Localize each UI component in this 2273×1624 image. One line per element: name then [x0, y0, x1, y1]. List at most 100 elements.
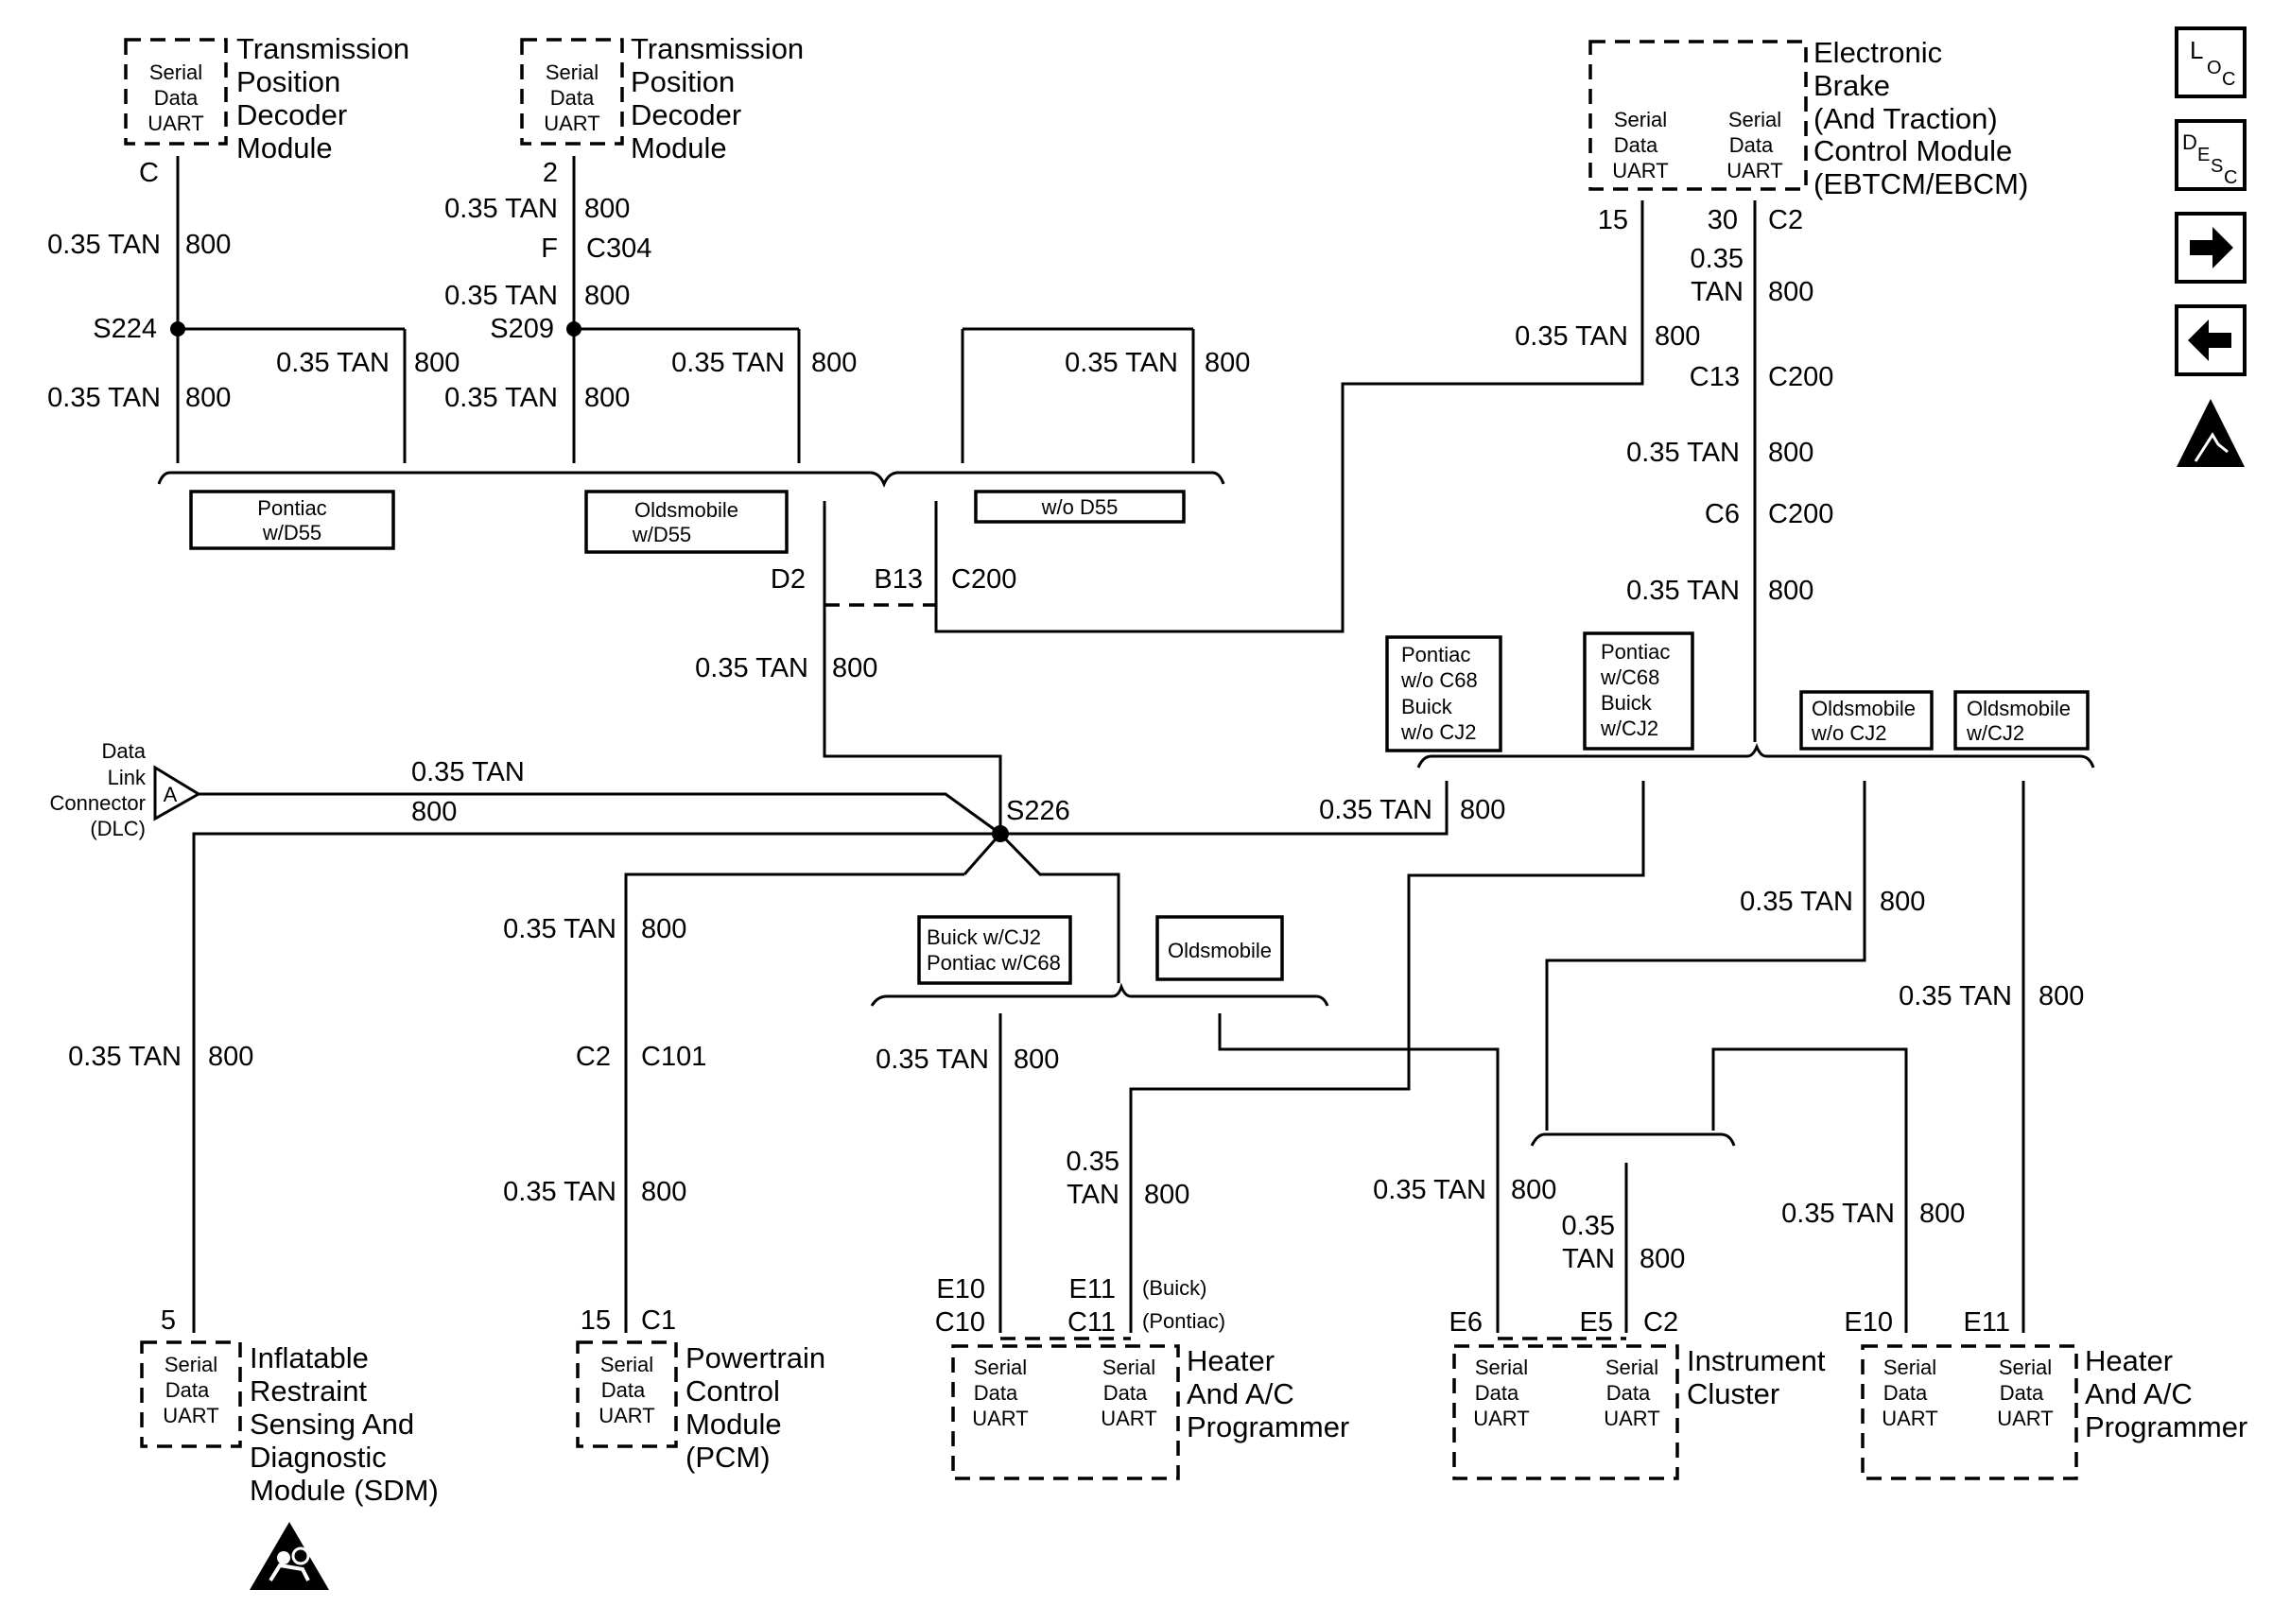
option-label: w/o C68: [1400, 668, 1478, 692]
wire-circuit: 800: [1880, 887, 1925, 917]
uart-label: Serial: [600, 1353, 653, 1376]
desc-letter: C: [2224, 167, 2237, 188]
splice-label: S209: [490, 314, 554, 344]
wire-color: TAN: [1562, 1244, 1615, 1274]
desc-icon[interactable]: D E S C: [2175, 119, 2247, 191]
uart-label: UART: [1473, 1407, 1530, 1430]
uart-label: UART: [163, 1404, 219, 1427]
module-name: Electronic: [1813, 36, 1942, 69]
wire-circuit: 800: [1511, 1175, 1556, 1205]
module-name: And A/C: [2085, 1377, 2193, 1410]
pin-label: 30: [1708, 205, 1738, 235]
wire-size: 0.35 TAN: [1065, 348, 1178, 378]
module-name: Heater: [2085, 1344, 2173, 1377]
connector-label: C304: [586, 233, 651, 264]
dlc-label: (DLC): [90, 817, 146, 840]
wire-circuit: 800: [584, 281, 630, 311]
wire-size: 0.35 TAN: [1899, 981, 2012, 1011]
loc-icon[interactable]: L O C: [2175, 26, 2247, 98]
wire-circuit: 800: [1460, 795, 1505, 825]
module-name: (EBTCM/EBCM): [1813, 167, 2028, 200]
dlc-pin: A: [164, 783, 178, 806]
wire-color: TAN: [1691, 277, 1744, 307]
uart-label: Serial: [1883, 1356, 1936, 1379]
pin-label: C11: [1067, 1307, 1116, 1338]
option-label: Oldsmobile: [634, 498, 738, 522]
connector-label: C200: [1768, 362, 1833, 392]
next-arrow-icon[interactable]: [2175, 212, 2247, 284]
wire-size: 0.35 TAN: [671, 348, 785, 378]
wire-circuit: 800: [185, 230, 231, 260]
uart-label: Serial: [1728, 108, 1781, 131]
module-name: Cluster: [1687, 1377, 1779, 1410]
dlc-label: Connector: [49, 791, 146, 815]
module-name: Diagnostic: [250, 1441, 387, 1474]
option-label: w/o D55: [1041, 495, 1119, 519]
wire-size: 0.35 TAN: [444, 194, 558, 224]
uart-label: Data: [1103, 1381, 1148, 1405]
wire-circuit: 800: [1919, 1199, 1965, 1229]
option-label: Oldsmobile: [1812, 697, 1916, 720]
uart-label: Data: [1883, 1381, 1928, 1405]
splice-label: S226: [1006, 796, 1070, 826]
module-name: Position: [631, 65, 735, 98]
module-name: Inflatable: [250, 1341, 369, 1374]
wire-circuit: 800: [208, 1042, 253, 1072]
connector-label: C101: [641, 1042, 706, 1072]
option-label: Pontiac w/C68: [927, 951, 1061, 975]
wire-circuit: 800: [1768, 576, 1813, 606]
module-transmission-decoder-1: Serial Data UART Transmission Position D…: [124, 32, 409, 164]
module-name: And A/C: [1187, 1377, 1294, 1410]
wire-circuit: 800: [414, 348, 460, 378]
pin-label: C2: [1768, 205, 1803, 235]
pin-label: E5: [1580, 1307, 1613, 1338]
module-hvac-programmer-1: Serial Data UART Serial Data UART Heater…: [951, 1344, 1349, 1480]
loc-letter: L: [2190, 36, 2203, 64]
wire-size: 0.35 TAN: [695, 653, 808, 683]
connector-label: C2: [576, 1042, 611, 1072]
wire-circuit: 800: [1655, 321, 1700, 352]
uart-label: Data: [154, 86, 199, 110]
wire-size: 0.35 TAN: [1626, 438, 1740, 468]
option-label: Pontiac: [1601, 640, 1670, 664]
wire-circuit: 800: [811, 348, 857, 378]
option-label: w/o CJ2: [1811, 721, 1886, 745]
dlc-label: Link: [108, 766, 147, 789]
connector-label: C6: [1705, 499, 1740, 529]
uart-label: Data: [1614, 133, 1658, 157]
pin-label: 15: [581, 1305, 611, 1336]
loc-letter: O: [2207, 58, 2222, 78]
uart-label: Data: [165, 1378, 210, 1402]
wire-circuit: 800: [584, 194, 630, 224]
connector-label: B13: [874, 564, 923, 595]
option-label: w/C68: [1600, 665, 1659, 689]
uart-label: Data: [1475, 1381, 1519, 1405]
connector-label: D2: [771, 564, 806, 595]
module-name: Transmission: [236, 32, 409, 65]
uart-label: Data: [601, 1378, 646, 1402]
desc-letter: E: [2197, 145, 2210, 165]
pin-label: 2: [543, 158, 558, 188]
module-name: Module: [236, 131, 333, 164]
module-name: Instrument: [1687, 1344, 1826, 1377]
option-label: w/CJ2: [1600, 717, 1658, 740]
wire-circuit: 800: [1205, 348, 1250, 378]
option-label: w/D55: [632, 523, 691, 546]
dlc-connector: A Data Link Connector (DLC): [49, 739, 201, 840]
module-name: Decoder: [631, 98, 741, 131]
desc-letter: S: [2211, 156, 2223, 177]
uart-label: UART: [147, 112, 204, 135]
uart-label: UART: [1101, 1407, 1157, 1430]
pin-note: (Buick): [1142, 1276, 1206, 1300]
uart-label: Data: [2000, 1381, 2044, 1405]
prev-arrow-icon[interactable]: [2175, 304, 2247, 376]
wire-size: 0.35 TAN: [47, 230, 161, 260]
module-name: Brake: [1813, 69, 1890, 102]
wire-size: 0.35 TAN: [1319, 795, 1432, 825]
module-name: (And Traction): [1813, 102, 1998, 135]
option-label: Buick w/CJ2: [927, 925, 1041, 949]
pin-labels: C 2 15 30 C2 5 15 C1 E10 C10 E11 C11 (Bu…: [139, 158, 2010, 1338]
uart-label: Data: [550, 86, 595, 110]
wire-size: 0.35 TAN: [47, 383, 161, 413]
option-label: Oldsmobile: [1967, 697, 2071, 720]
